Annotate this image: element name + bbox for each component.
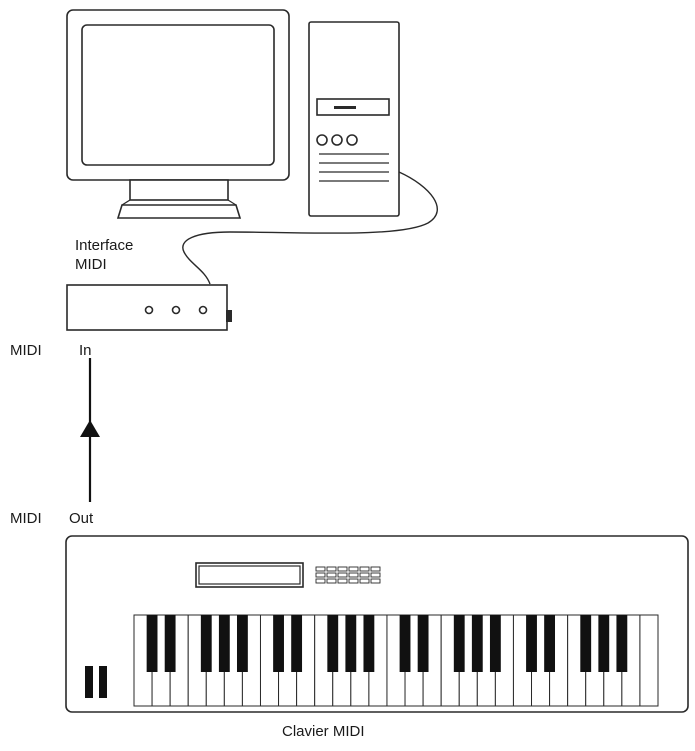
keyboard-button [315,572,326,578]
midi-out-side-label: MIDI [10,510,42,527]
midi-keyboard [65,535,689,713]
black-key [489,615,501,672]
black-key [236,615,248,672]
black-key [327,615,339,672]
keyboard-button [370,578,381,584]
black-key [363,615,375,672]
keyboard-button [337,566,348,572]
arrow-up-icon [80,420,100,437]
black-key [146,615,158,672]
usb-cable [182,171,438,285]
black-key [291,615,303,672]
interface-led [171,305,181,315]
keyboard-button [359,572,370,578]
computer-monitor [66,9,290,219]
pitch-wheel [85,666,93,698]
keyboard-button [315,578,326,584]
piano-keys [133,614,659,707]
midi-out-port-label: Out [69,510,94,527]
keyboard-button [337,572,348,578]
midi-cable-arrow [80,358,100,502]
black-key [164,615,176,672]
black-key [616,615,628,672]
black-key [417,615,429,672]
black-key [453,615,465,672]
keyboard-button [370,566,381,572]
keyboard-button [337,578,348,584]
midi-interface-box [66,284,232,331]
keyboard-button [370,572,381,578]
midi-in-port-label: In [79,342,92,359]
keyboard-button [359,578,370,584]
computer-tower [308,21,400,217]
keyboard-button [348,566,359,572]
interface-label-line2: MIDI [75,256,107,273]
black-key [580,615,592,672]
keyboard-button [326,566,337,572]
keyboard-button [348,578,359,584]
black-key [399,615,411,672]
keyboard-display [195,562,304,588]
black-key [345,615,357,672]
black-key [471,615,483,672]
keyboard-button [359,566,370,572]
interface-led [198,305,208,315]
keyboard-buttons [315,566,381,584]
keyboard-button [315,566,326,572]
black-key [526,615,537,672]
keyboard-button [326,578,337,584]
black-key [218,615,230,672]
black-key [200,615,212,672]
white-key [639,614,659,707]
mod-wheel [99,666,107,698]
keyboard-button [326,572,337,578]
black-key [598,615,610,672]
midi-in-side-label: MIDI [10,342,42,359]
black-key [544,615,556,672]
keyboard-label: Clavier MIDI [282,723,365,740]
interface-led [144,305,154,315]
interface-label-line1: Interface [75,237,134,254]
keyboard-button [348,572,359,578]
black-key [273,615,284,672]
